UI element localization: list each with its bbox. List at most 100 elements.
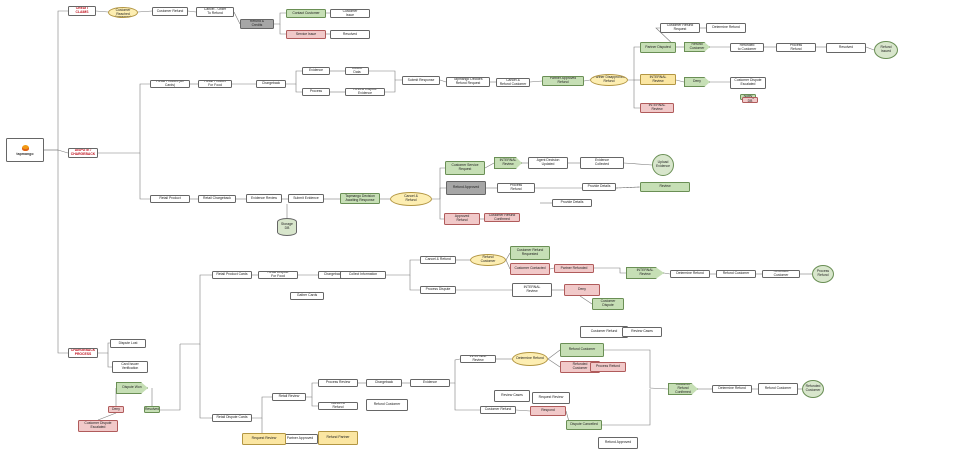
connector <box>139 153 150 200</box>
flow-node-t-b17: Determine Refund <box>706 23 746 33</box>
flow-node-t-b1: Retail Product (All Cards) <box>150 80 190 88</box>
flow-node-t-e17: Request Review <box>532 392 570 404</box>
connector <box>286 70 302 85</box>
flow-node-t-e19: Dispute Cancelled <box>566 420 602 430</box>
connector <box>663 272 671 275</box>
connector <box>432 167 445 200</box>
connector <box>675 79 685 83</box>
flow-node-t-e20: Refund Approved <box>598 437 638 449</box>
mango-logo-icon <box>21 144 29 151</box>
flow-node-s-credit: CREDIT CLAIMS <box>68 6 96 16</box>
flow-node-s-chargeback: CHARGEBACK PROCESS <box>68 348 98 358</box>
connector <box>306 382 318 398</box>
connector <box>160 344 181 411</box>
flow-node-t-c9: Agent Decision Updated <box>528 157 568 169</box>
flow-node-t-c13: Process Refund <box>497 183 535 193</box>
flow-node-t-f2: Deny <box>108 406 124 413</box>
flow-node-t-c8: INTERNAL Review <box>494 157 522 169</box>
flow-node-t-b6: Collect Data <box>345 67 369 75</box>
flow-node-t-a7: Customer Issue <box>330 9 370 18</box>
flow-node-t-d16: Determine Refund <box>670 270 710 278</box>
connector <box>505 252 511 261</box>
connector <box>529 80 543 83</box>
flow-node-t-d13: Customer Contacted <box>510 263 550 275</box>
connector <box>439 199 444 220</box>
connector <box>615 186 641 189</box>
flow-node-t-c18: Customer Refund Confirmed <box>484 213 520 222</box>
connector <box>549 267 555 270</box>
connector <box>44 149 68 354</box>
database-icon: Storage DB <box>277 218 297 236</box>
flow-node-t-d1: Card Issuer Verification <box>112 361 148 373</box>
connector <box>57 149 69 154</box>
flow-node-t-c17: Approved Refund <box>444 213 480 225</box>
flow-node-t-e12: Refund Customer <box>560 343 604 357</box>
connector <box>97 412 117 421</box>
flow-node-t-d2: Dispute Lost <box>110 339 146 348</box>
flow-node-t-a8: Resolved <box>330 30 370 39</box>
flow-node-t-e6: Cancel & Refund <box>318 402 358 410</box>
connector <box>547 349 561 360</box>
flow-node-t-e4: Chargeback <box>366 379 402 387</box>
connector <box>602 389 651 426</box>
flow-node-t-e23: Refund Customer <box>758 383 798 395</box>
flow-node-t-a3: Cancel - Order To Refund <box>196 7 234 17</box>
flow-node-t-c5: Tapmango Decision Awaiting Response <box>340 193 380 204</box>
connector <box>439 79 447 83</box>
flow-node-t-b21: Resolved <box>826 43 866 53</box>
connector <box>274 12 286 25</box>
flow-node-t-b9: Tapmango Decides Refund Request <box>446 77 490 87</box>
flow-node-t-e24: Refunded Customer <box>802 380 824 398</box>
flow-node-t-e15: Customer Refund <box>480 406 516 414</box>
connector <box>386 259 420 276</box>
connector <box>454 383 480 411</box>
flow-node-t-b11: Partner Approved Refund <box>542 76 584 86</box>
flow-node-t-c10: Evidence Collected <box>580 157 624 169</box>
connector <box>44 10 68 151</box>
connector <box>583 79 591 82</box>
connector <box>628 46 640 81</box>
flow-node-t-c16: Storage DB <box>742 97 758 103</box>
flow-node-t-f4: Request Review <box>242 433 286 445</box>
connector <box>484 162 495 169</box>
flow-node-t-b5: Process <box>302 88 330 96</box>
flow-node-t-f1: Customer Dispute Escalated <box>78 420 118 432</box>
flow-node-s-dispute: DISPUTE / CHARGEBACK <box>68 148 98 158</box>
flow-node-t-b13: Partner Disputed <box>640 42 676 53</box>
flow-node-t-e5: Evidence <box>410 379 450 387</box>
connector <box>547 358 561 368</box>
flow-node-t-d3: Dispute Won <box>116 382 148 394</box>
flow-node-t-d20: INTERNAL Review <box>512 283 552 297</box>
flow-node-t-e18: Respond <box>530 406 566 416</box>
flow-node-t-c3: Evidence Review <box>246 194 282 203</box>
flow-node-t-d21: Deny <box>564 284 600 296</box>
connector <box>98 342 110 354</box>
connector <box>107 353 112 368</box>
flow-node-t-b20: Process Refund <box>776 43 816 52</box>
flow-node-t-c12: Refund Approved <box>446 181 486 195</box>
connector <box>279 24 286 35</box>
logo-name: tapmango <box>16 151 34 156</box>
connector <box>137 10 153 13</box>
flow-node-t-b10: Cancel & Refund Customer <box>496 78 530 87</box>
flow-node-t-b14: INTERNAL Review <box>640 74 676 85</box>
connector <box>515 409 531 412</box>
flow-node-t-e10: INTERNAL Review <box>460 355 496 363</box>
flow-node-t-e8: Partner Approved <box>282 434 318 444</box>
connector <box>199 344 212 419</box>
flow-node-t-b12: Partner Disapproved Refund <box>590 74 628 86</box>
flow-node-t-e7: Refund Customer <box>366 399 408 411</box>
flow-node-t-d12: Customer Refund Requested <box>510 246 550 260</box>
flow-node-t-d18: Refunded Customer <box>762 270 800 278</box>
connector <box>505 259 511 270</box>
flow-node-t-b7: Review Dispute Evidence <box>345 88 385 96</box>
flow-node-t-c15: Review <box>640 182 690 192</box>
flow-node-t-c19: Provide Details <box>552 199 592 207</box>
flow-node-t-b16: Customer Refund Request <box>660 23 700 33</box>
connector <box>252 396 272 419</box>
flow-node-t-e11: Determine Refund <box>512 352 548 366</box>
flow-node-t-e2: Retail Review <box>272 393 306 401</box>
flow-node-t-e1: Retail Dispute Cards <box>212 414 252 422</box>
connector <box>633 80 640 109</box>
